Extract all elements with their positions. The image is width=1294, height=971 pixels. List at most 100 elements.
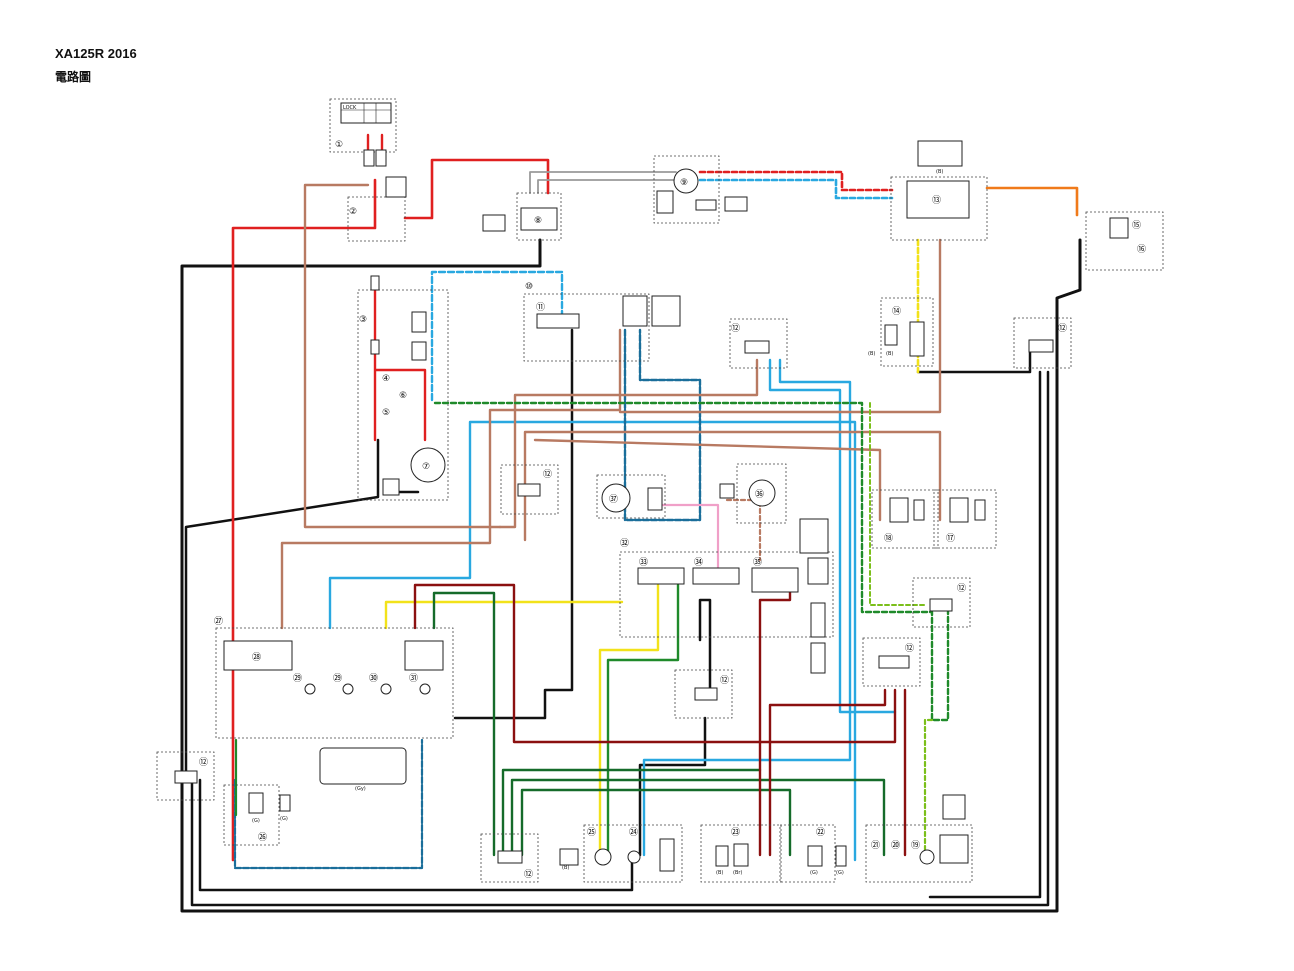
label-c12c: ⑫ <box>543 469 552 480</box>
connector-13 <box>917 140 963 167</box>
box-lamps-24-25 <box>583 824 683 883</box>
box-relay-8 <box>516 192 562 241</box>
ignition-coil-37 <box>601 483 631 513</box>
wire-maroon-1 <box>413 583 897 744</box>
wire-black-main <box>180 238 1082 913</box>
box-switch-18 <box>871 489 939 549</box>
wire-dark-green-2 <box>501 768 762 857</box>
lamp-25 <box>594 848 612 866</box>
wire-green-2 <box>606 583 680 857</box>
box-joint-12a <box>729 318 788 369</box>
switch-35 <box>751 567 799 593</box>
connector-26b <box>279 794 291 812</box>
label-c12e: ⑫ <box>905 643 914 654</box>
tag-b-4: (B) <box>562 865 569 871</box>
meter-31 <box>404 640 444 671</box>
connector-24 <box>659 838 675 872</box>
label-c20: ⑳ <box>891 840 900 851</box>
connector-23b <box>733 843 749 867</box>
label-c6: ⑥ <box>399 391 407 401</box>
wire-sky-blue-3 <box>768 358 897 714</box>
wire-brown-3 <box>498 358 759 529</box>
wire-sky-blue-2 <box>642 358 852 857</box>
wire-black-sensor <box>916 348 1032 374</box>
joint-12d-body <box>929 598 953 612</box>
label-c12g: ⑫ <box>199 757 208 768</box>
ecu-13 <box>906 180 970 219</box>
label-c7: ⑦ <box>422 462 430 472</box>
label-c29a: ㉙ <box>293 673 302 684</box>
wire-brown-dash <box>725 498 762 562</box>
joint-12c-body <box>517 483 541 497</box>
tag-g-3: (G) <box>810 870 818 876</box>
wire-maroon-3 <box>768 688 887 857</box>
box-joint-12h <box>480 833 539 883</box>
box-fuel-26 <box>223 784 280 846</box>
label-c22: ㉒ <box>816 827 825 838</box>
wire-dark-green-4 <box>520 788 792 857</box>
box-joint-12c <box>500 464 559 515</box>
connector-main-switch <box>385 176 407 198</box>
wire-green-yellow-3 <box>923 718 934 857</box>
box-joint-12e <box>862 637 921 687</box>
starter-motor-9 <box>673 168 699 194</box>
label-c3: ③ <box>359 315 367 325</box>
label-c28: ㉘ <box>252 652 261 663</box>
wire-sky-blue-white <box>698 178 894 200</box>
connector-gy <box>319 747 407 785</box>
connector-19a <box>942 794 966 820</box>
tag-gy: (Gy) <box>355 786 366 792</box>
label-c12d: ⑫ <box>957 583 966 594</box>
label-c32: ㉜ <box>620 538 629 549</box>
wire-black-frame-2 <box>198 778 634 892</box>
indicator-31 <box>419 683 431 695</box>
tag-b-3: (B) <box>886 351 893 357</box>
label-c27: ㉗ <box>214 616 223 627</box>
wire-red-ignition-2 <box>366 133 384 152</box>
main-switch-body <box>340 102 392 124</box>
connector-9c <box>724 196 748 212</box>
connector-9b <box>695 199 717 211</box>
box-fuse-2 <box>347 196 406 242</box>
sensor-14 <box>909 321 925 357</box>
wire-yellow-2 <box>598 583 660 857</box>
relay-8 <box>520 207 558 231</box>
box-meter-27 <box>215 627 454 739</box>
label-c11: ⑪ <box>536 302 545 313</box>
wire-yellow-1 <box>384 600 624 630</box>
label-c36: ㊱ <box>755 489 764 500</box>
tag-br: (Br) <box>733 870 742 876</box>
connector-36 <box>719 483 735 499</box>
label-c24: ㉔ <box>629 827 638 838</box>
connector-22b <box>835 845 847 867</box>
lamp-19 <box>919 849 935 865</box>
handlebar-switch-11 <box>536 313 580 329</box>
label-c13: ⑬ <box>932 195 941 206</box>
indicator-29b <box>342 683 354 695</box>
connector-23a <box>715 845 729 867</box>
connector-26a <box>248 792 264 814</box>
connector-6 <box>411 311 427 333</box>
label-c33: ㉝ <box>639 557 648 568</box>
main-switch-fuse-2 <box>375 149 387 167</box>
tag-g-4: (G) <box>836 870 844 876</box>
connector-10a <box>622 295 648 327</box>
connector-17b <box>974 499 986 521</box>
o2-sensor-15 <box>1109 217 1129 239</box>
box-lamps-19-21 <box>865 824 973 883</box>
wire-red-fuse <box>373 278 427 442</box>
wire-red-ignition <box>403 158 550 220</box>
box-joint-12f <box>674 669 733 719</box>
generator-7 <box>410 447 446 483</box>
box-joint-12b <box>1013 317 1072 369</box>
label-c12a: ⑫ <box>731 323 740 334</box>
connector-9a <box>656 190 674 214</box>
joint-12h-body <box>497 850 523 864</box>
lamp-24 <box>627 850 641 864</box>
wire-black-frame-1 <box>190 370 1050 907</box>
connector-8 <box>482 214 506 232</box>
fuse-top <box>370 275 380 291</box>
connector-25 <box>559 848 579 866</box>
wire-pink <box>658 503 720 570</box>
indicator-29a <box>304 683 316 695</box>
